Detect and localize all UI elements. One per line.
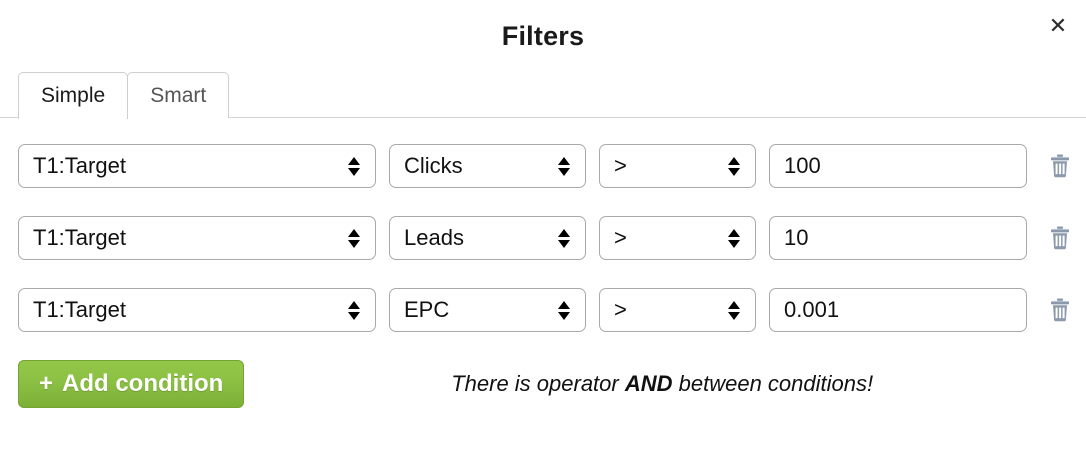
tab-smart[interactable]: Smart	[127, 71, 230, 118]
page-title: Filters	[501, 21, 585, 51]
trash-icon	[1051, 298, 1069, 322]
metric-select[interactable]: EPC	[389, 288, 586, 332]
tab-bar-divider	[0, 117, 1086, 118]
metric-select[interactable]: Clicks	[389, 144, 586, 188]
field-select[interactable]: T1:Target	[18, 288, 376, 332]
operator-note-emphasis: AND	[624, 371, 673, 396]
value-input[interactable]	[769, 288, 1027, 332]
field-select-value: T1:Target	[33, 225, 126, 250]
metric-select[interactable]: Leads	[389, 216, 586, 260]
close-icon[interactable]: ✕	[1044, 12, 1072, 40]
chevron-updown-icon	[347, 153, 361, 179]
operator-select-value: >	[614, 153, 627, 178]
metric-select-value: Clicks	[404, 153, 463, 178]
tab-simple[interactable]: Simple	[18, 71, 129, 119]
tab-simple-label: Simple	[41, 83, 106, 107]
operator-note-suffix: between conditions!	[672, 371, 874, 396]
chevron-updown-icon	[557, 225, 571, 251]
chevron-updown-icon	[727, 153, 741, 179]
operator-select-value: >	[614, 297, 627, 322]
operator-select[interactable]: >	[599, 144, 756, 188]
footer: + Add condition There is operator AND be…	[0, 360, 1086, 408]
chevron-updown-icon	[727, 225, 741, 251]
chevron-updown-icon	[347, 297, 361, 323]
tab-bar: Simple Smart	[0, 62, 1086, 119]
trash-icon	[1051, 154, 1069, 178]
delete-condition-button[interactable]	[1045, 295, 1075, 325]
field-select-value: T1:Target	[33, 297, 126, 322]
operator-select[interactable]: >	[599, 216, 756, 260]
modal-header: Filters ✕	[0, 0, 1086, 62]
add-condition-label: Add condition	[62, 370, 224, 397]
operator-select[interactable]: >	[599, 288, 756, 332]
condition-row: T1:Target Leads >	[0, 216, 1086, 260]
field-select[interactable]: T1:Target	[18, 216, 376, 260]
plus-icon: +	[39, 370, 54, 397]
trash-icon	[1051, 226, 1069, 250]
metric-select-value: Leads	[404, 225, 464, 250]
condition-row: T1:Target Clicks >	[0, 144, 1086, 188]
delete-condition-button[interactable]	[1045, 223, 1075, 253]
field-select[interactable]: T1:Target	[18, 144, 376, 188]
value-input[interactable]	[769, 144, 1027, 188]
operator-select-value: >	[614, 225, 627, 250]
metric-select-value: EPC	[404, 297, 450, 322]
operator-note: There is operator AND between conditions…	[284, 371, 1066, 397]
chevron-updown-icon	[727, 297, 741, 323]
add-condition-button[interactable]: + Add condition	[18, 360, 245, 408]
condition-list: T1:Target Clicks > T1:Target	[0, 118, 1086, 332]
chevron-updown-icon	[557, 153, 571, 179]
value-input[interactable]	[769, 216, 1027, 260]
operator-note-prefix: There is operator	[451, 371, 625, 396]
condition-row: T1:Target EPC >	[0, 288, 1086, 332]
chevron-updown-icon	[557, 297, 571, 323]
field-select-value: T1:Target	[33, 153, 126, 178]
delete-condition-button[interactable]	[1045, 151, 1075, 181]
chevron-updown-icon	[347, 225, 361, 251]
tab-smart-label: Smart	[150, 83, 207, 107]
